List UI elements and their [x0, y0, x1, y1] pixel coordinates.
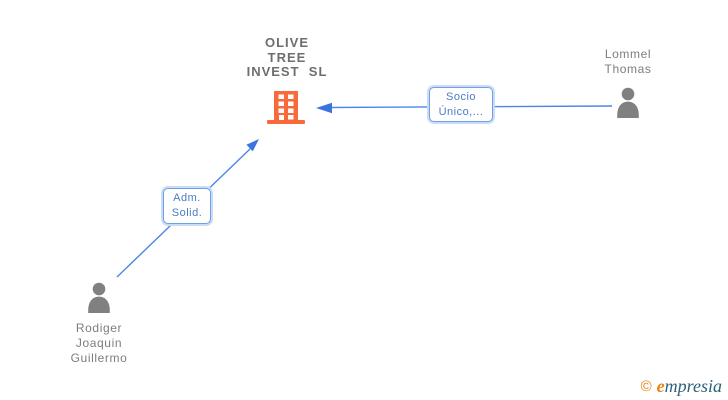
person-name-rodiger-joaquin-guillermo[interactable]: Rodiger Joaquin Guillermo: [39, 321, 159, 366]
empresia-wordmark: empresia: [657, 377, 722, 395]
edge-label-line: Único,...: [438, 105, 484, 118]
company-building-icon[interactable]: [266, 91, 306, 125]
company-name-line: TREE: [267, 49, 307, 65]
company-name-olive-tree-invest[interactable]: OLIVE TREE INVEST SL: [207, 35, 367, 80]
person-name-line: Rodiger: [75, 321, 123, 335]
copyright-icon: ©: [640, 377, 652, 395]
edge-label-line: Solid.: [171, 207, 203, 219]
edge-label-line: Socio: [445, 90, 477, 103]
edge-label-line: Adm.: [173, 192, 201, 204]
empresia-logo[interactable]: © empresia: [641, 377, 722, 395]
arrowhead-left-icon: [316, 102, 332, 114]
person-name-line: Guillermo: [70, 351, 128, 365]
person-name-line: Lommel: [604, 47, 652, 61]
empresia-wordmark-rest: mpresia: [664, 376, 722, 396]
arrowhead-up-right-icon: [246, 139, 259, 152]
company-name-line: OLIVE: [264, 35, 309, 50]
person-lommel-icon[interactable]: [614, 87, 642, 118]
edge-label-socio-unico[interactable]: Socio Único,...: [429, 87, 493, 122]
person-name-line: Joaquin: [75, 336, 123, 350]
edge-label-adm-solid[interactable]: Adm. Solid.: [163, 188, 211, 224]
empresia-wordmark-initial: e: [656, 376, 665, 396]
person-rodiger-icon[interactable]: [85, 282, 113, 313]
person-name-lommel-thomas[interactable]: Lommel Thomas: [568, 47, 688, 77]
company-name-line: INVEST SL: [246, 64, 328, 79]
person-name-line: Thomas: [604, 62, 652, 76]
